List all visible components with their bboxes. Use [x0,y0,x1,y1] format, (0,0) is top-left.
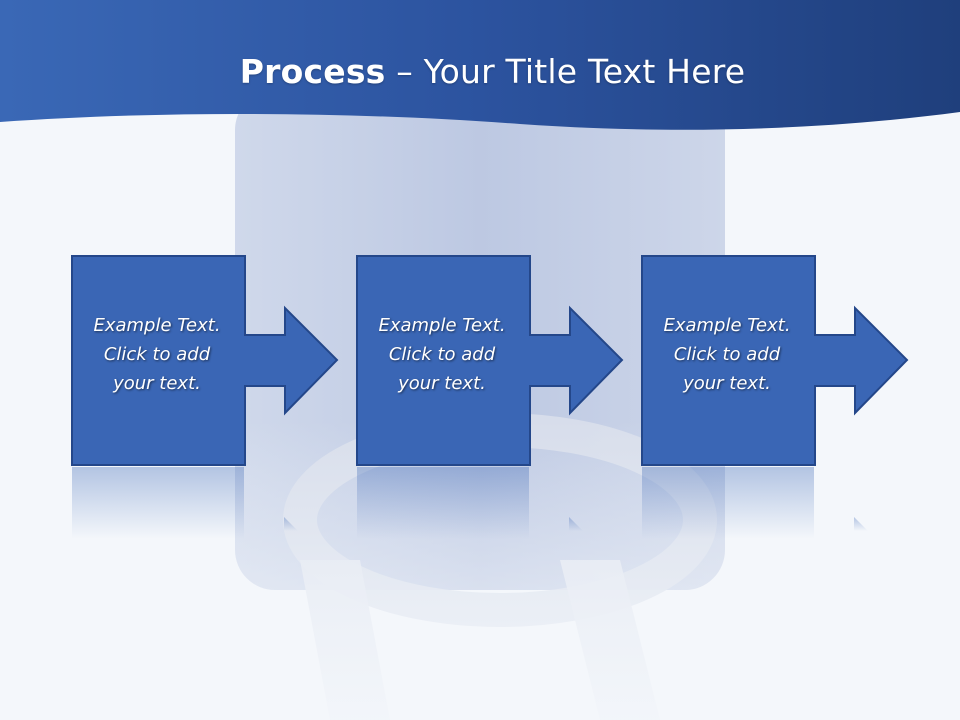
step-text-line: Example Text. [378,315,506,336]
step-text: Example Text. Click to add your text. [641,311,813,398]
step-arrow-box[interactable] [71,255,341,470]
title-banner [0,0,960,130]
step-reflection [642,467,868,539]
step-text-line: your text. [113,373,201,394]
step-text-line: your text. [683,373,771,394]
step-text-line: Example Text. [93,315,221,336]
step-text: Example Text. Click to add your text. [71,311,243,398]
step-text-line: Example Text. [663,315,791,336]
step-reflection [72,467,298,539]
title-bold: Process [239,52,386,91]
step-text: Example Text. Click to add your text. [356,311,528,398]
step-arrow-box[interactable] [641,255,911,470]
slide-title: Process – Your Title Text Here [0,52,960,91]
step-text-line: your text. [398,373,486,394]
step-text-line: Click to add [388,344,496,365]
step-arrow-box[interactable] [356,255,626,470]
step-text-line: Click to add [673,344,781,365]
step-reflection [357,467,583,539]
title-rest: – Your Title Text Here [385,52,746,91]
step-text-line: Click to add [103,344,211,365]
